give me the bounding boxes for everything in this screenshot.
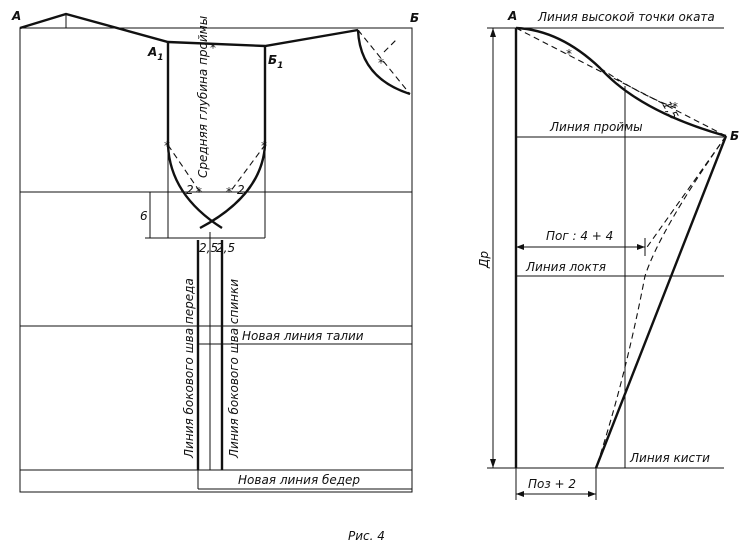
armhole-guide: [167, 144, 266, 193]
point-a-right: А: [507, 9, 517, 23]
arrow-mark: [637, 244, 645, 250]
sleeve-guide-curve: [595, 135, 727, 469]
point-a1: А1: [147, 45, 164, 63]
arrow-mark: [490, 28, 496, 37]
arrow-mark: [588, 491, 596, 497]
new-waist-label: Новая линия талии: [242, 329, 364, 343]
sleeve-back-edge: [594, 135, 728, 469]
dim-25-right: 2,5: [216, 241, 235, 255]
star-mark: *: [378, 56, 384, 70]
star-mark: *: [261, 139, 267, 153]
armhole-chord-tick: [383, 39, 397, 53]
shoulder-line: [19, 12, 359, 48]
dim-2-right: 2: [237, 183, 245, 197]
dim-pog-label: Пог : 4 + 4: [546, 229, 613, 243]
point-b-right: Б: [730, 129, 739, 143]
elbow-line-label: Линия локтя: [525, 260, 606, 274]
point-b-left: Б: [410, 11, 419, 25]
wrist-line-label: Линия кисти: [629, 451, 710, 465]
dim-dp-label: Др: [477, 251, 491, 269]
side-back-label: Линия бокового шва спинки: [227, 279, 241, 459]
cap-line-label: Линия высокой точки оката: [537, 10, 715, 24]
back-armhole-curve: [199, 144, 267, 230]
bodice-frame: [19, 27, 413, 493]
star-mark: *: [196, 185, 202, 199]
arrow-mark: [516, 244, 524, 250]
dim-poz-label: Поз + 2: [528, 477, 576, 491]
armhole-line-label: Линия проймы: [549, 120, 643, 134]
star-mark: *: [672, 100, 678, 114]
new-hip-label: Новая линия бедер: [238, 473, 360, 487]
dim-25-left: 2,5: [199, 241, 218, 255]
star-mark: *: [164, 139, 170, 153]
dim-6-label: 6: [140, 209, 148, 223]
elbow-guide: [644, 135, 727, 251]
dim-2-left: 2: [186, 183, 194, 197]
arrow-mark: [516, 491, 524, 497]
a1-b1-line: [167, 41, 266, 47]
star-mark: *: [566, 47, 572, 61]
side-front-label: Линия бокового шва переда: [182, 278, 196, 459]
point-b1: Б1: [268, 53, 283, 71]
figure-caption: Рис. 4: [348, 529, 385, 543]
sleeve-cap-curve: [515, 26, 727, 138]
point-a-left: А: [11, 9, 21, 23]
arrow-mark: [490, 459, 496, 468]
armhole-depth-label: Средняя глубина проймы: [196, 16, 210, 178]
armhole-chord: [357, 29, 411, 95]
back-armhole-arc: [356, 29, 411, 96]
cap-guide: [599, 67, 677, 109]
star-mark: *: [210, 41, 216, 55]
star-mark: *: [226, 185, 232, 199]
